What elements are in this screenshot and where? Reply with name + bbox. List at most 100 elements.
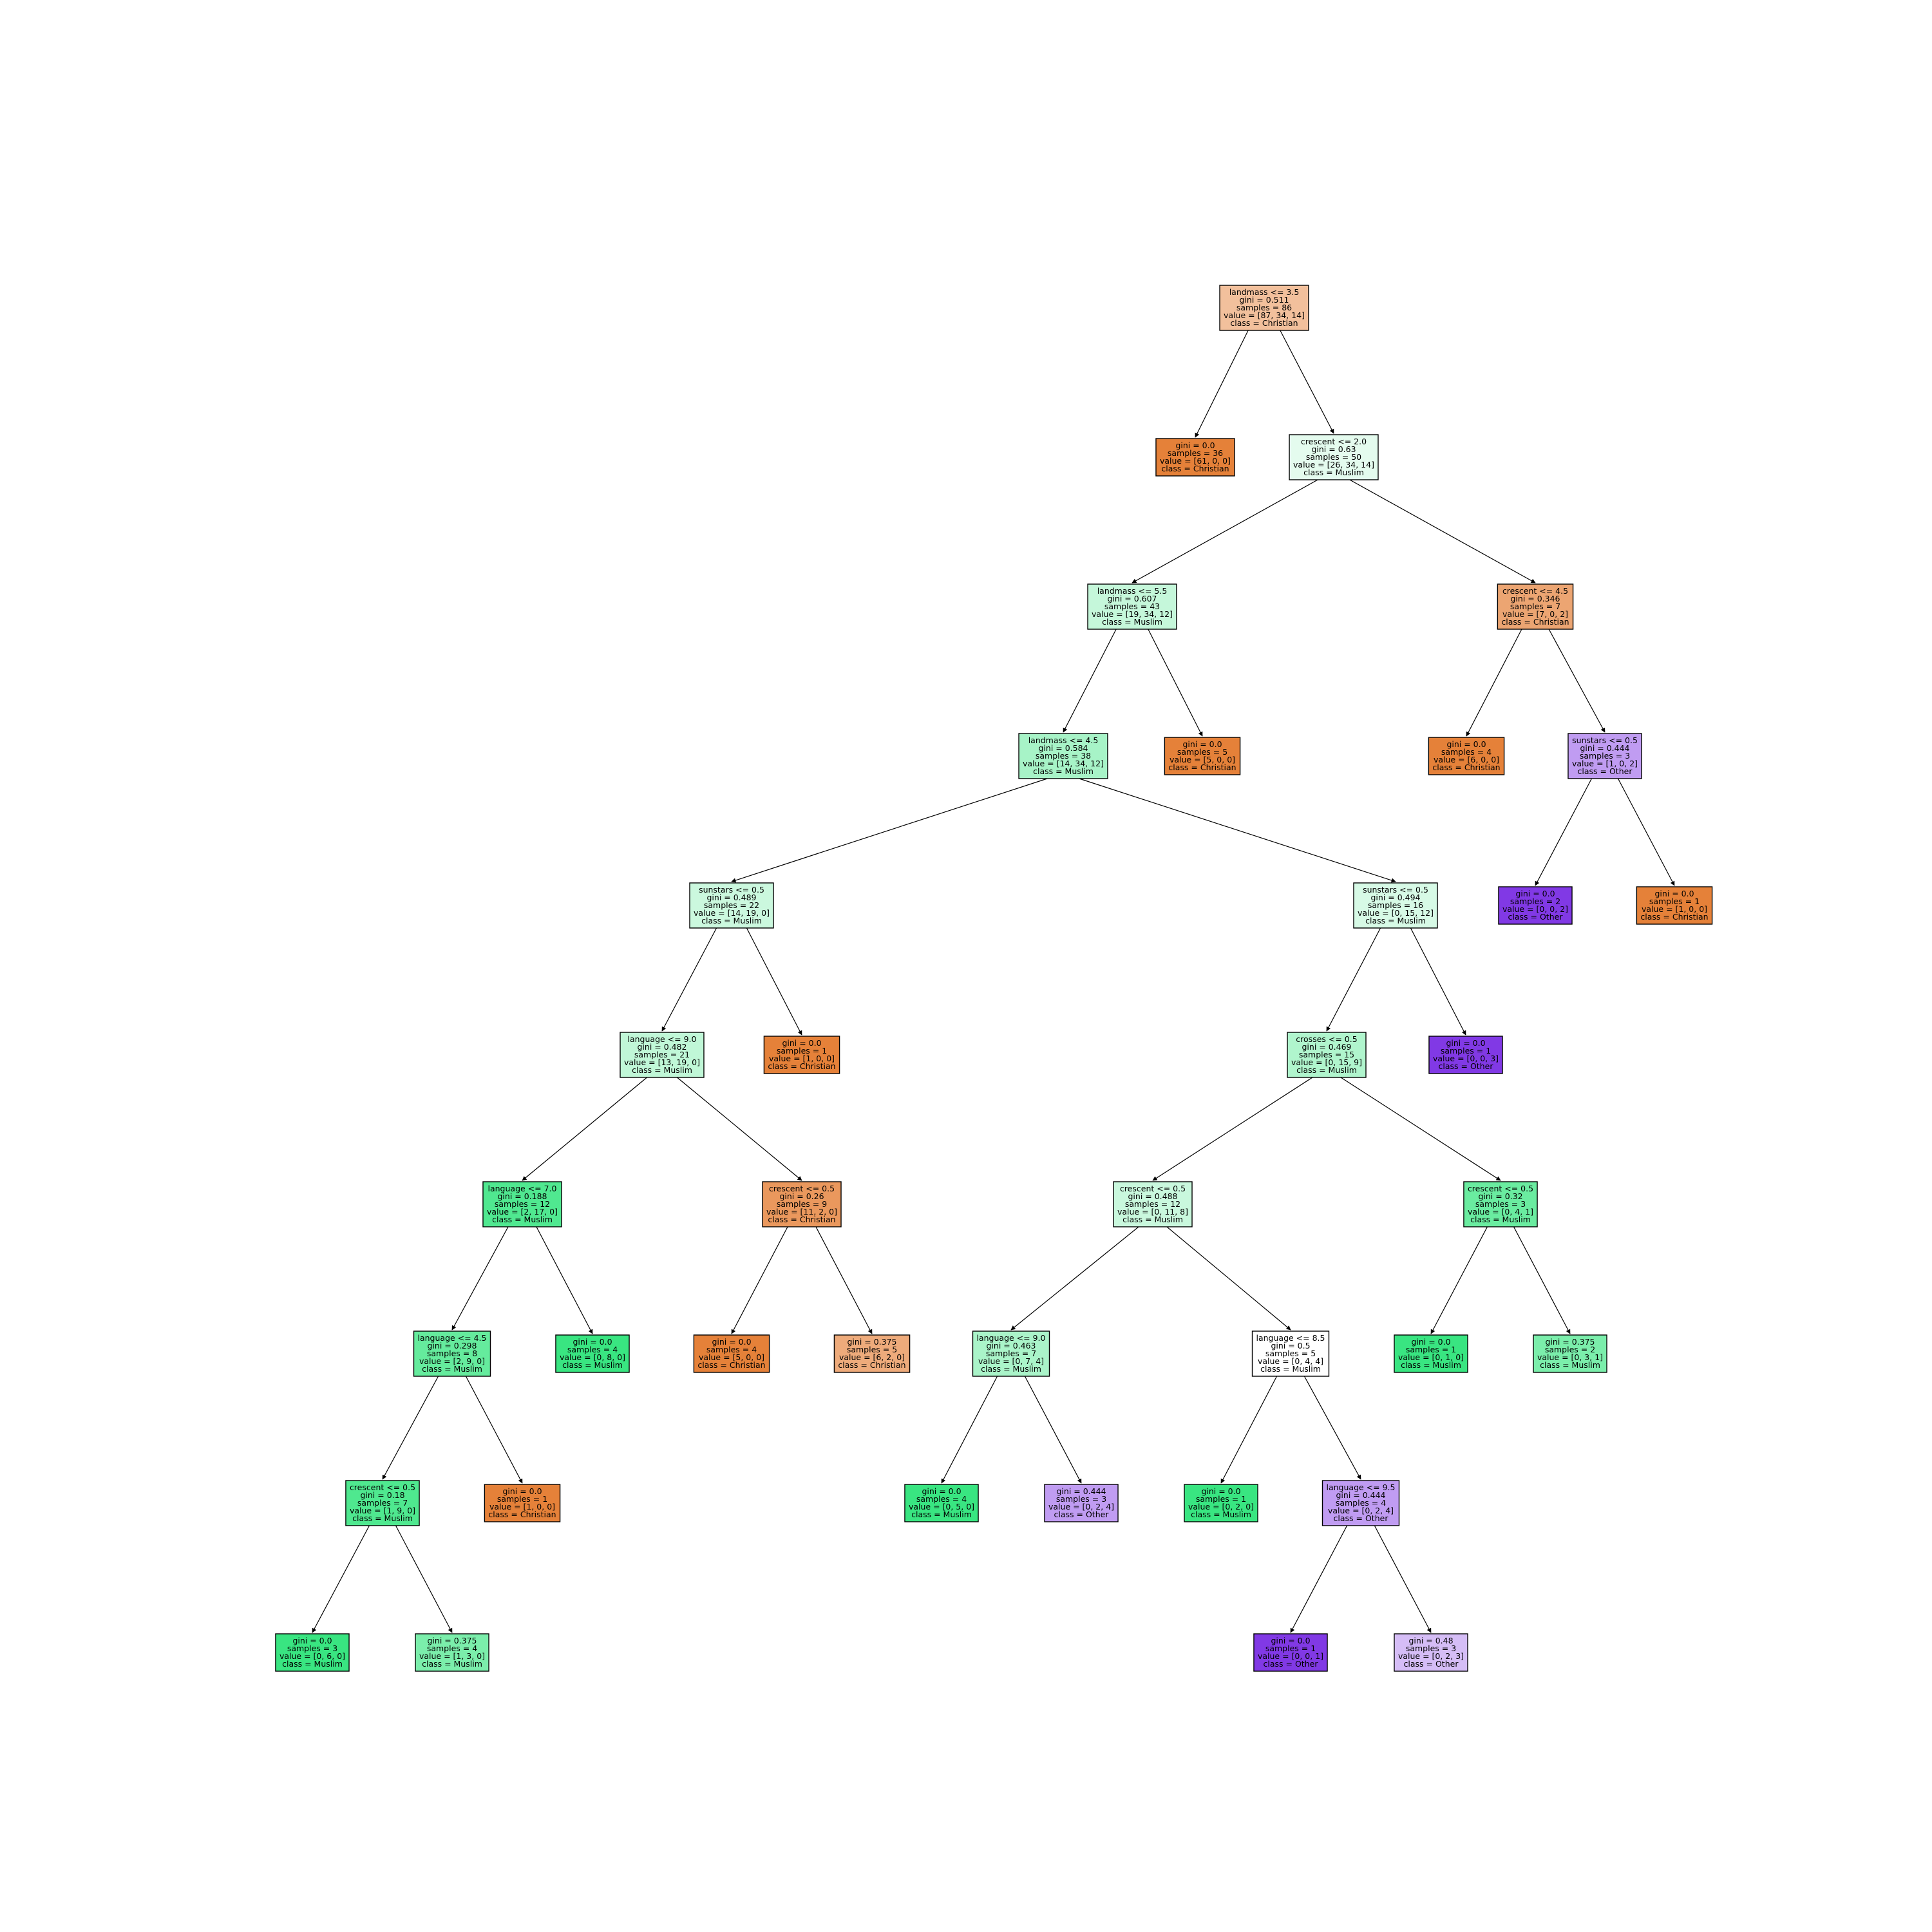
node-label-line: class = Muslim xyxy=(1401,1360,1461,1370)
tree-edge xyxy=(1010,1226,1139,1331)
node-label-line: class = Christian xyxy=(838,1360,905,1370)
node-label-line: value = [0, 2, 4] xyxy=(1048,1502,1114,1511)
node-label-line: gini = 0.188 xyxy=(497,1191,547,1201)
node-label-line: class = Other xyxy=(1439,1061,1494,1071)
node-label-line: class = Muslim xyxy=(1260,1364,1321,1374)
node-box xyxy=(1498,886,1573,925)
node-label-line: gini = 0.607 xyxy=(1107,594,1157,603)
node-box xyxy=(620,1032,705,1078)
node-label-line: gini = 0.0 xyxy=(1654,889,1694,898)
node-label-line: class = Muslim xyxy=(422,1364,482,1374)
node-label-line: samples = 9 xyxy=(777,1199,827,1209)
tree-edge xyxy=(1063,629,1117,733)
node-box xyxy=(482,1181,562,1227)
node-box xyxy=(1428,1036,1503,1074)
node-label-line: samples = 2 xyxy=(1510,896,1560,906)
node-label-line: value = [1, 0, 0] xyxy=(489,1502,555,1511)
node-label-line: crescent <= 0.5 xyxy=(1468,1184,1533,1193)
node-label-line: samples = 86 xyxy=(1236,303,1292,312)
tree-edge xyxy=(1195,330,1249,438)
node-box xyxy=(1018,733,1108,779)
node-label-line: gini = 0.63 xyxy=(1311,444,1356,454)
node-label-line: gini = 0.0 xyxy=(573,1337,612,1347)
node-label-line: value = [0, 15, 12] xyxy=(1358,908,1434,918)
node-label-line: class = Muslim xyxy=(1191,1510,1251,1519)
node-label-line: sunstars <= 0.5 xyxy=(699,885,764,895)
tree-edge xyxy=(941,1376,998,1484)
node-label-line: samples = 3 xyxy=(1406,1643,1456,1653)
node-box xyxy=(1044,1484,1119,1522)
tree-edge xyxy=(1280,330,1334,434)
node-label-line: value = [2, 9, 0] xyxy=(419,1356,485,1366)
node-label-line: class = Christian xyxy=(1168,762,1236,772)
tree-edge xyxy=(661,927,717,1032)
node-label-line: class = Muslim xyxy=(282,1659,343,1669)
node-label-line: sunstars <= 0.5 xyxy=(1572,735,1638,745)
node-label-line: crescent <= 0.5 xyxy=(769,1184,835,1193)
node-label-line: class = Muslim xyxy=(1122,1215,1183,1224)
node-label-line: value = [6, 2, 0] xyxy=(839,1352,905,1362)
node-label-line: samples = 1 xyxy=(1196,1494,1246,1504)
node-label-line: value = [0, 2, 0] xyxy=(1188,1502,1254,1511)
node-label-line: gini = 0.482 xyxy=(637,1042,687,1052)
node-label-line: value = [0, 4, 1] xyxy=(1468,1207,1533,1217)
node-label-line: samples = 5 xyxy=(1177,747,1227,757)
node-label-line: samples = 1 xyxy=(497,1494,547,1504)
node-box xyxy=(689,882,774,929)
node-label-line: class = Muslim xyxy=(1470,1215,1531,1224)
tree-edge xyxy=(1410,927,1466,1036)
node-label-line: value = [0, 7, 4] xyxy=(978,1356,1044,1366)
node-label-line: class = Other xyxy=(1334,1513,1389,1523)
node-label-line: samples = 3 xyxy=(287,1643,337,1653)
tree-edge xyxy=(312,1525,370,1633)
node-box xyxy=(484,1484,561,1522)
node-box xyxy=(1289,434,1379,480)
tree-edge xyxy=(1374,1525,1432,1633)
node-label-line: value = [1, 3, 0] xyxy=(419,1651,485,1661)
node-label-line: gini = 0.0 xyxy=(292,1636,332,1645)
node-label-line: gini = 0.469 xyxy=(1302,1042,1351,1052)
node-label-line: gini = 0.5 xyxy=(1271,1341,1310,1350)
node-label-line: landmass <= 5.5 xyxy=(1097,586,1168,596)
node-box xyxy=(555,1334,630,1373)
tree-edge xyxy=(1290,1525,1348,1633)
node-box xyxy=(1287,1032,1367,1078)
node-label-line: gini = 0.0 xyxy=(1446,1038,1485,1048)
node-label-line: gini = 0.375 xyxy=(1545,1337,1595,1347)
node-label-line: gini = 0.584 xyxy=(1038,743,1088,753)
tree-edge xyxy=(1132,479,1318,583)
node-label-line: gini = 0.48 xyxy=(1408,1636,1453,1645)
node-label-line: class = Other xyxy=(1404,1659,1459,1669)
node-label-line: class = Muslim xyxy=(1033,766,1094,776)
tree-edge xyxy=(1430,1226,1488,1334)
node-label-line: samples = 5 xyxy=(1265,1349,1316,1358)
tree-edge xyxy=(1349,479,1536,583)
node-label-line: samples = 21 xyxy=(634,1050,690,1059)
node-label-line: value = [2, 17, 0] xyxy=(487,1207,558,1217)
tree-edge xyxy=(1535,778,1592,886)
node-label-line: value = [0, 1, 0] xyxy=(1398,1352,1464,1362)
node-label-line: gini = 0.444 xyxy=(1056,1486,1106,1496)
node-label-line: value = [1, 0, 0] xyxy=(1642,904,1707,914)
node-label-line: value = [0, 5, 0] xyxy=(909,1502,974,1511)
node-box xyxy=(1567,733,1642,779)
node-label-line: sunstars <= 0.5 xyxy=(1363,885,1428,895)
node-label-line: samples = 3 xyxy=(1580,751,1630,761)
tree-edge xyxy=(1220,1376,1278,1484)
node-label-line: class = Christian xyxy=(1501,617,1569,627)
